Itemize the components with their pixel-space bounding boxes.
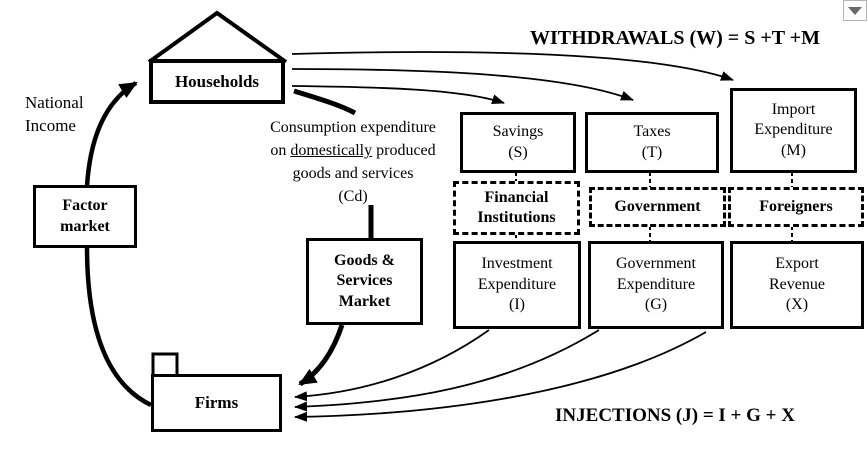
node-government: Government: [589, 187, 726, 227]
house-roof-icon: [147, 10, 288, 64]
node-factor-market: Factor market: [33, 185, 137, 248]
arrow-exports-to-firms: [294, 331, 707, 422]
node-households: Households: [149, 59, 285, 104]
node-goods-services-market: Goods & Services Market: [306, 238, 423, 325]
node-taxes: Taxes (T): [585, 112, 719, 173]
injections-title: INJECTIONS (J) = I + G + X: [555, 405, 795, 426]
withdrawals-title: WITHDRAWALS (W) = S +T +M: [530, 27, 820, 49]
consumption-line1: Consumption expenditure: [270, 119, 436, 136]
arrow-households-to-savings: [291, 85, 505, 104]
consumption-line2-suffix: produced: [372, 142, 436, 159]
arrow-factor-market-to-households: [84, 81, 138, 187]
consumption-line2-prefix: on: [270, 142, 291, 159]
dashed-connectors: [515, 172, 793, 241]
node-government-expenditure: Government Expenditure (G): [588, 241, 724, 329]
curve-households-consumption: [293, 88, 357, 116]
arrow-households-to-imports: [291, 51, 734, 81]
consumption-line2-underlined: domestically: [290, 142, 373, 159]
curve-firms-to-factor-market: [84, 246, 152, 408]
consumption-expenditure-label: Consumption expenditure on domestically …: [242, 116, 464, 208]
node-export-revenue: Export Revenue (X): [730, 241, 864, 329]
node-import-expenditure: Import Expenditure (M): [730, 88, 857, 173]
node-foreigners: Foreigners: [728, 187, 864, 227]
arrow-goods-market-to-firms: [298, 324, 345, 387]
consumption-line4: (Cd): [338, 188, 368, 205]
chimney-icon: [151, 352, 179, 378]
arrow-government-to-firms: [294, 329, 600, 412]
dropdown-arrow-icon: [848, 6, 862, 15]
node-savings: Savings (S): [460, 112, 576, 173]
arrow-investment-to-firms: [294, 329, 490, 402]
node-firms: Firms: [151, 374, 282, 432]
node-investment-expenditure: Investment Expenditure (I): [453, 241, 581, 329]
national-income-label: National Income: [25, 93, 84, 135]
arrow-households-to-taxes: [291, 68, 634, 101]
consumption-line3: goods and services: [292, 165, 414, 182]
node-financial-institutions: Financial Institutions: [453, 181, 580, 235]
consumption-line2: on domestically produced: [242, 139, 464, 162]
dropdown-button[interactable]: [843, 0, 867, 21]
